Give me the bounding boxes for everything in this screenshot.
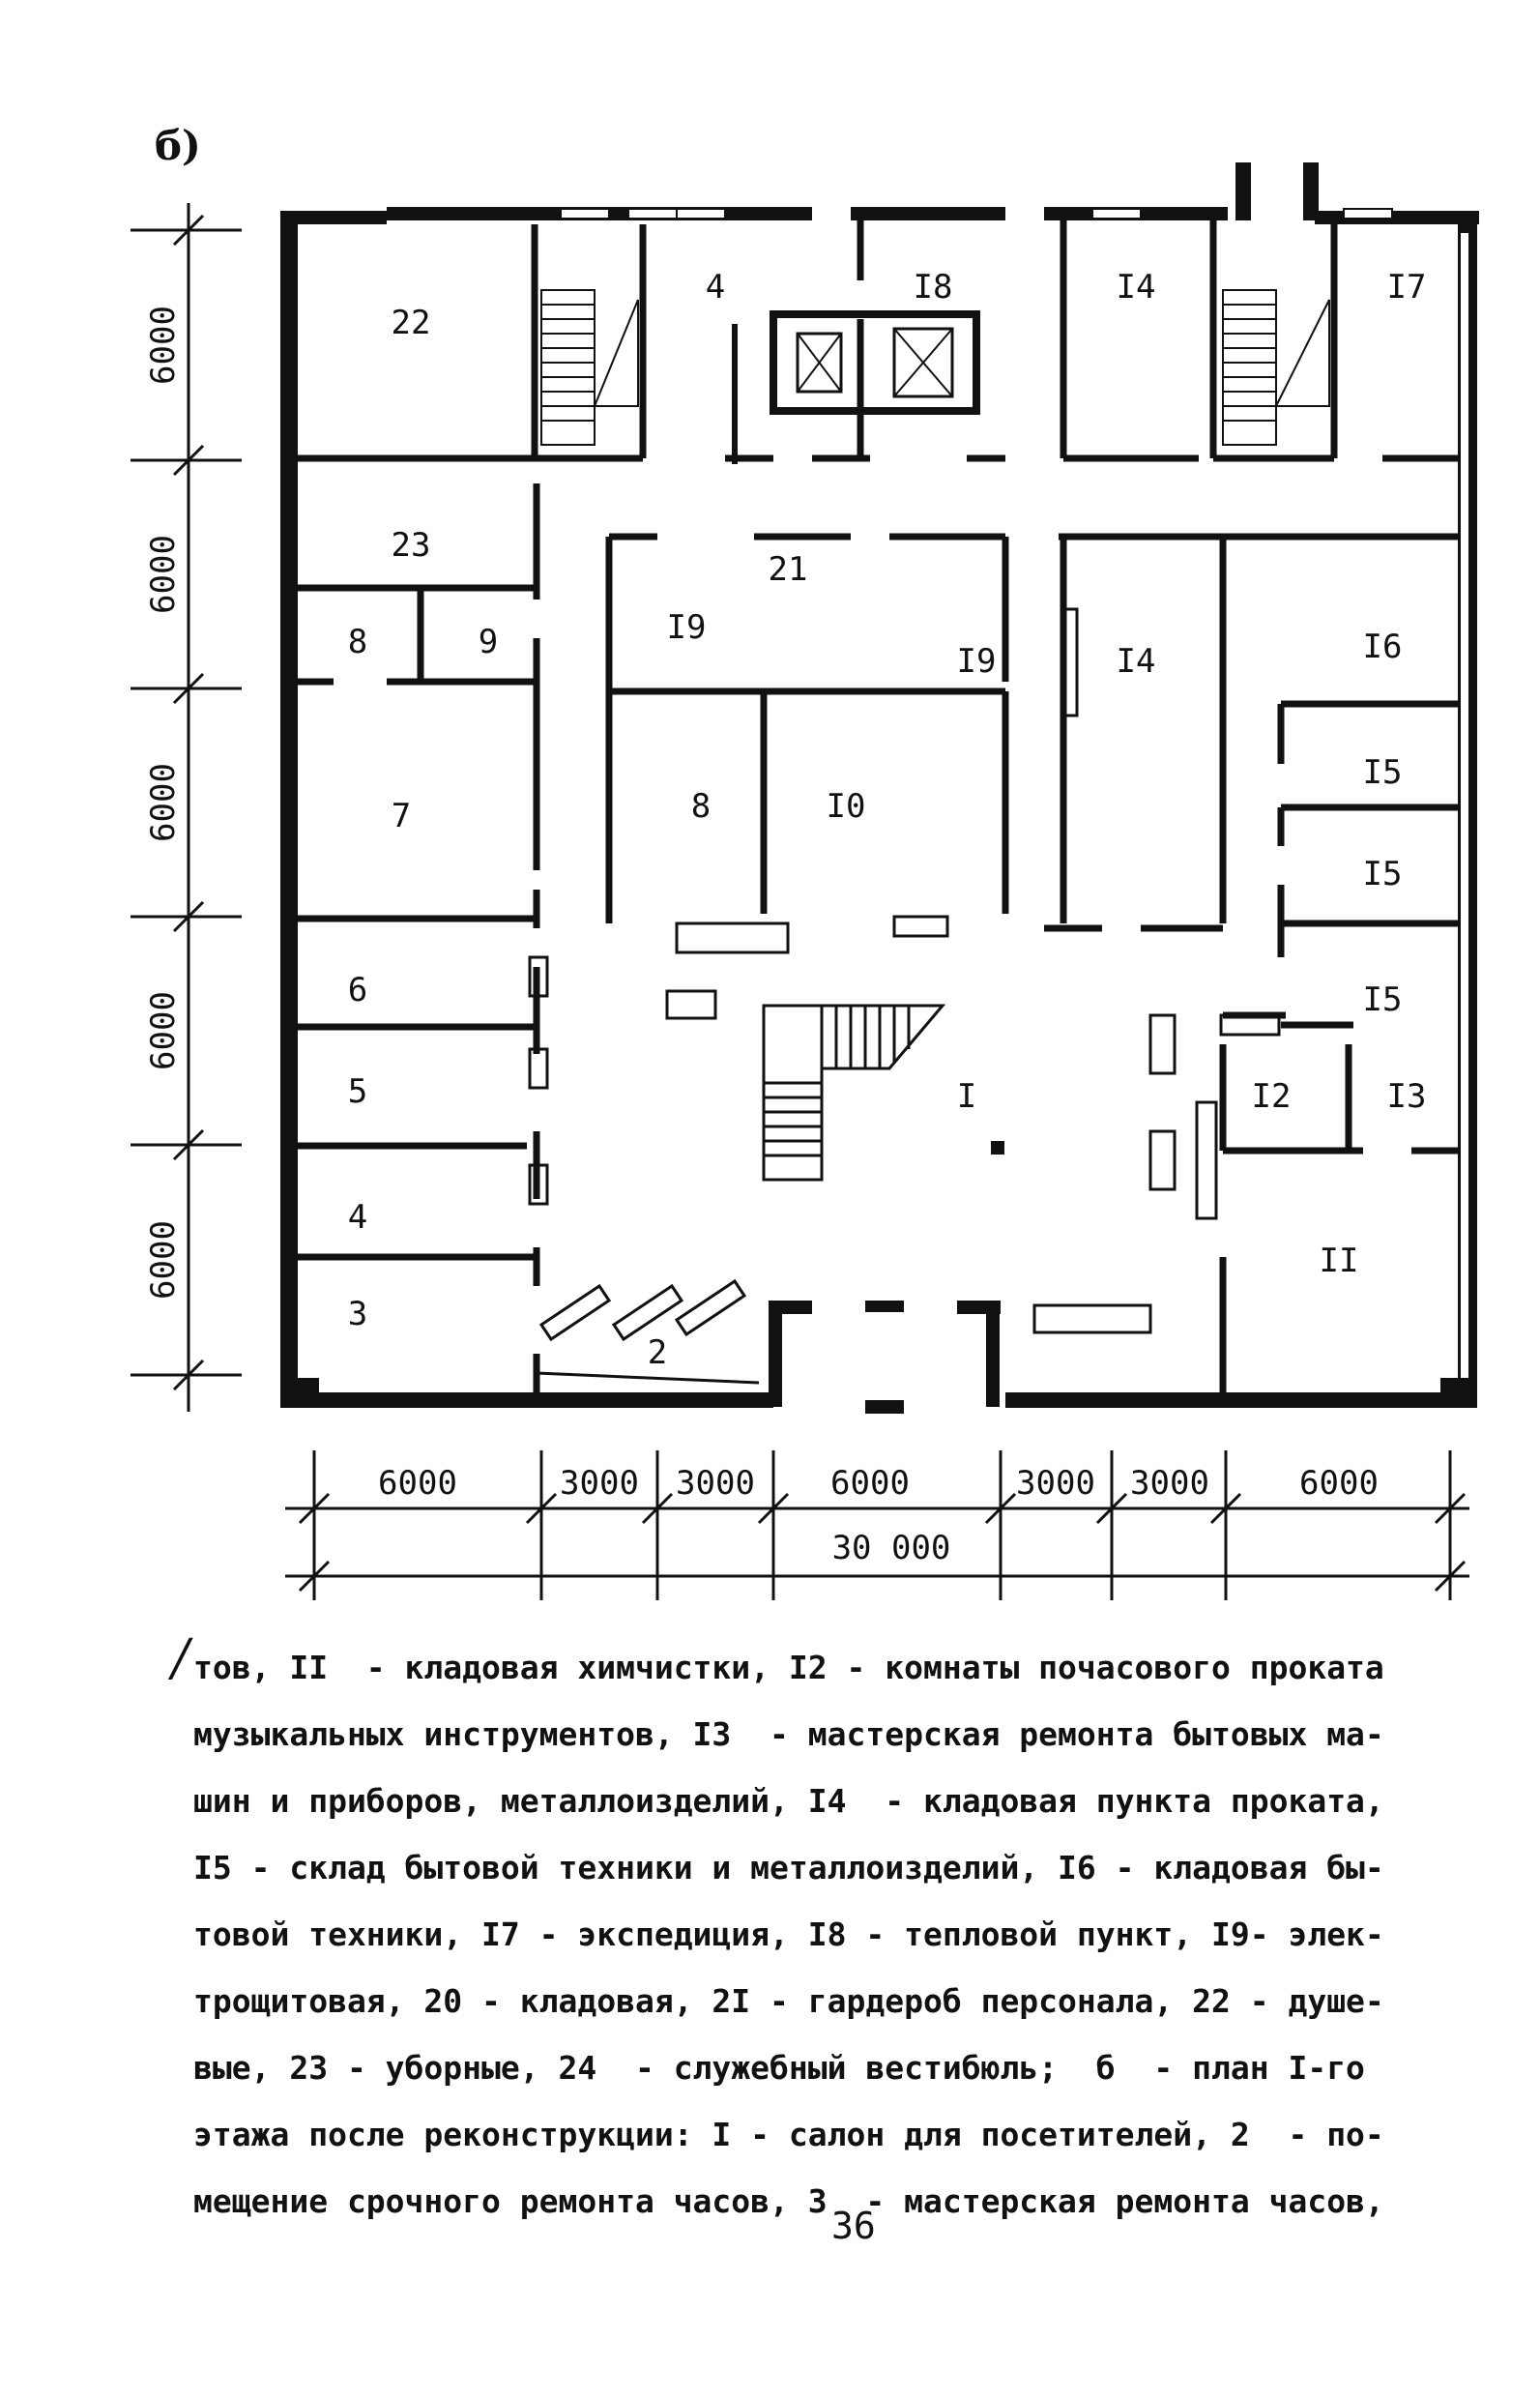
caption-line: вые, 23 - уборные, 24 - служебный вестиб… <box>193 2049 1365 2087</box>
room-23-label: 23 <box>392 526 431 565</box>
figure-label: б) <box>155 122 201 169</box>
room-15a-label: I5 <box>1363 753 1403 792</box>
room-4-label: 4 <box>348 1198 367 1237</box>
room-7-label: 7 <box>392 797 411 835</box>
room-21-label: 21 <box>769 550 808 589</box>
vdim-4: 6000 <box>144 991 183 1070</box>
central-staircase <box>762 1004 946 1182</box>
hdim-7: 6000 <box>1299 1464 1379 1503</box>
staircase-top-right <box>1222 289 1330 446</box>
room-15b-label: I5 <box>1363 855 1403 893</box>
floor-plan: б) <box>131 122 1479 1600</box>
elevator-shafts <box>732 310 980 464</box>
room-18-label: I8 <box>914 268 953 307</box>
caption-line: товой техники, I7 - экспедиция, I8 - теп… <box>193 1915 1384 1953</box>
room-17-label: I7 <box>1387 268 1427 307</box>
room-11-label: II <box>1320 1242 1359 1280</box>
room-16-label: I6 <box>1363 628 1403 666</box>
vdim-5: 6000 <box>144 1220 183 1300</box>
room-4top-label: 4 <box>706 268 725 307</box>
room-10-label: I0 <box>827 787 866 826</box>
room-labels: 22 4 I8 I4 I7 23 8 9 I9 21 I9 I4 I6 7 8 … <box>348 268 1427 1372</box>
hdim-6: 3000 <box>1130 1464 1209 1503</box>
room-1-label: I <box>957 1077 976 1116</box>
interior-walls <box>298 220 1458 1392</box>
room-14-label: I4 <box>1117 642 1156 681</box>
room-8b-label: 8 <box>691 787 711 826</box>
room-12-label: I2 <box>1252 1077 1292 1116</box>
room-19b-label: I9 <box>957 642 997 681</box>
room-19a-label: I9 <box>667 608 707 647</box>
horizontal-dimension-labels: 6000 3000 3000 6000 3000 3000 6000 30 00… <box>378 1464 1379 1567</box>
caption-line: тов, II - кладовая химчистки, I2 - комна… <box>193 1649 1384 1686</box>
room-3-label: 3 <box>348 1295 367 1333</box>
vertical-dimension-chain <box>131 203 242 1412</box>
caption-continuation-mark: / <box>172 1629 189 1687</box>
page-number: 36 <box>831 2205 876 2247</box>
staircase-top-left <box>540 289 639 446</box>
caption-line: этажа после реконструкции: I - салон для… <box>193 2116 1384 2153</box>
hdim-5: 3000 <box>1016 1464 1095 1503</box>
caption-text: тов, II - кладовая химчистки, I2 - комна… <box>193 1634 1450 2235</box>
column-marker <box>991 1141 1004 1155</box>
hdim-2: 3000 <box>560 1464 639 1503</box>
room-9-label: 9 <box>479 623 498 661</box>
room-13-label: I3 <box>1387 1077 1427 1116</box>
entrance-walls <box>290 1301 1469 1407</box>
caption-line: I5 - склад бытовой техники и металлоизде… <box>193 1849 1384 1886</box>
furniture <box>528 607 1281 1385</box>
hdim-4: 6000 <box>830 1464 910 1503</box>
room-8a-label: 8 <box>348 623 367 661</box>
caption-line: музыкальных инструментов, I3 - мастерска… <box>193 1715 1384 1753</box>
room-2-label: 2 <box>648 1333 667 1372</box>
caption-line: трощитовая, 20 - кладовая, 2I - гардероб… <box>193 1982 1384 2020</box>
vdim-1: 6000 <box>144 306 183 385</box>
hdim-1: 6000 <box>378 1464 457 1503</box>
room-6-label: 6 <box>348 971 367 1009</box>
total-dimension: 30 000 <box>832 1529 951 1567</box>
caption-line: шин и приборов, металлоизделий, I4 - кла… <box>193 1782 1384 1820</box>
outer-walls <box>280 162 1479 1414</box>
vertical-dimension-labels: 6000 6000 6000 6000 6000 <box>144 306 183 1300</box>
room-15c-label: I5 <box>1363 980 1403 1019</box>
room-14top-label: I4 <box>1117 268 1156 307</box>
vdim-2: 6000 <box>144 535 183 614</box>
room-22-label: 22 <box>392 304 431 342</box>
caption-line: мещение срочного ремонта часов, 3 - маст… <box>193 2182 1384 2220</box>
horizontal-dimension-chain <box>285 1450 1469 1600</box>
room-5-label: 5 <box>348 1072 367 1111</box>
hdim-3: 3000 <box>676 1464 755 1503</box>
vdim-3: 6000 <box>144 763 183 842</box>
